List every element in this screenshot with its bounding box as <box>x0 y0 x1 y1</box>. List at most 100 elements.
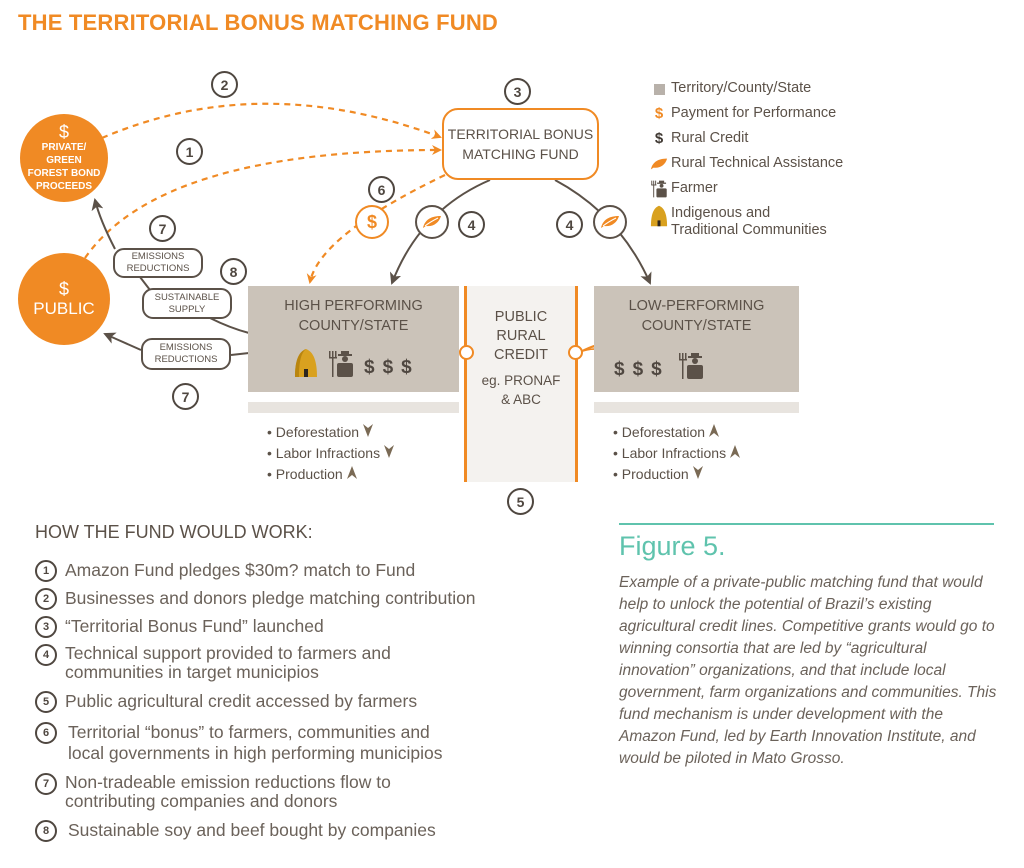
pill-text: REDUCTIONS <box>154 354 218 365</box>
legend-label: Farmer <box>671 180 718 196</box>
hut-icon <box>295 349 317 377</box>
step-marker-5: 5 <box>507 488 534 515</box>
dollar-icon: $ <box>58 279 69 299</box>
credit-label: RURAL <box>496 328 546 344</box>
legend-label: Payment for Performance <box>671 105 837 121</box>
step-text: Public agricultural credit accessed by f… <box>65 691 418 711</box>
dollar-dark-icon: $ <box>654 130 664 147</box>
flow-1-line <box>84 145 442 259</box>
step-number-icon: 8 <box>35 820 57 842</box>
outcome-label: • Production <box>267 466 343 482</box>
step-number-icon: 5 <box>35 691 57 713</box>
rural-credit-dollar-icon: $ <box>382 357 394 378</box>
high-county-bar <box>248 402 459 413</box>
step-marker-4-left: 4 <box>458 211 485 238</box>
farmer-icon <box>329 351 353 377</box>
legend-label: Territory/County/State <box>671 80 812 96</box>
low-county-bar <box>594 402 799 413</box>
public-rural-credit-column: PUBLIC RURAL CREDIT eg. PRONAF & ABC <box>464 286 578 482</box>
technical-assistance-badge-right <box>593 205 627 239</box>
step-text: Sustainable soy and beef bought by compa… <box>68 820 436 840</box>
outcome-label: • Labor Infractions <box>267 445 381 461</box>
flow-6-line <box>306 174 446 284</box>
flow-7-bottom-line <box>103 332 142 351</box>
hut-icon <box>650 205 668 227</box>
pill-text: EMISSIONS <box>159 342 213 353</box>
low-county-label-line2: COUNTY/STATE <box>641 318 752 334</box>
step-marker-4-right: 4 <box>556 211 583 238</box>
rural-credit-dollar-icon: $ <box>364 357 375 378</box>
outcome-label: • Deforestation <box>613 424 706 440</box>
legend-label: Rural Technical Assistance <box>671 155 844 171</box>
trend-down-icon <box>692 466 703 482</box>
figure-divider <box>619 523 994 525</box>
legend-item-rural-credit: $ Rural Credit <box>650 130 843 155</box>
high-county-label-line2: COUNTY/STATE <box>298 318 409 334</box>
rural-credit-dollar-icon: $ <box>401 357 412 378</box>
legend-item-payment: $ Payment for Performance <box>650 105 843 130</box>
leaf-icon <box>423 216 441 228</box>
step-marker-3: 3 <box>504 78 531 105</box>
credit-example: & ABC <box>501 392 541 407</box>
matching-fund-node: TERRITORIAL BONUS MATCHING FUND <box>442 108 599 180</box>
flow-2-line <box>101 102 442 140</box>
high-county-label-line1: HIGH PERFORMING <box>284 298 423 314</box>
outcome-item: • Labor Infractions <box>267 443 394 464</box>
pill-text: SUPPLY <box>168 303 206 315</box>
diagram-title: THE TERRITORIAL BONUS MATCHING FUND <box>18 10 498 35</box>
step-item: 8 Sustainable soy and beef bought by comp… <box>35 820 476 842</box>
legend-item-farmer: Farmer <box>650 180 843 205</box>
high-outcomes-list: • Deforestation • Labor Infractions • Pr… <box>267 422 394 485</box>
step-text: communities in target municipios <box>65 662 319 682</box>
how-it-works-title: HOW THE FUND WOULD WORK: <box>35 522 313 542</box>
outcome-item: • Deforestation <box>613 422 740 443</box>
step-number-icon: 6 <box>35 722 57 744</box>
legend-label: Indigenous and <box>671 205 771 221</box>
outcome-label: • Deforestation <box>267 424 360 440</box>
leaf-icon <box>650 158 668 170</box>
dollar-orange-icon: $ <box>366 211 377 232</box>
leaf-icon <box>601 216 619 228</box>
legend-label: Rural Credit <box>671 130 749 146</box>
figure-caption: Example of a private-public matching fun… <box>619 574 997 767</box>
low-county-label-line1: LOW-PERFORMING <box>628 298 765 314</box>
step-item: 6 Territorial “bonus” to farmers, communi… <box>35 722 476 764</box>
legend: Territory/County/State $ Payment for Per… <box>650 80 843 239</box>
flow-7-top-line <box>91 198 116 250</box>
low-outcomes-list: • Deforestation • Labor Infractions • Pr… <box>613 422 740 485</box>
step-number-icon: 7 <box>35 773 57 795</box>
step-text: Non-tradeable emission reductions flow t… <box>65 772 391 792</box>
trend-up-icon <box>708 424 719 440</box>
payment-for-performance-badge: $ <box>355 205 389 239</box>
credit-node-right <box>568 345 583 360</box>
step-item: 3“Territorial Bonus Fund” launched <box>35 616 476 638</box>
credit-node-left <box>459 345 474 360</box>
square-icon <box>653 84 665 95</box>
step-item: 5 Public agricultural credit accessed by … <box>35 691 476 713</box>
pill-text: SUSTAINABLE <box>154 291 220 303</box>
step-number-icon: 4 <box>35 644 57 666</box>
trend-up-icon <box>729 445 740 461</box>
step-text: Territorial “bonus” to farmers, communit… <box>68 722 430 742</box>
farmer-icon <box>678 353 703 379</box>
rural-credit-dollar-icon: $ <box>651 359 662 380</box>
step-marker-2: 2 <box>211 71 238 98</box>
step-text: “Territorial Bonus Fund” launched <box>65 616 324 636</box>
high-performing-county: HIGH PERFORMING COUNTY/STATE $ $ $ <box>248 286 459 392</box>
step-marker-7-bottom: 7 <box>172 383 199 410</box>
trend-up-icon <box>346 466 357 482</box>
step-text: local governments in high performing mun… <box>68 743 443 763</box>
public-funding-label: PUBLIC <box>33 299 95 318</box>
private-funding-node: $ PRIVATE/ GREEN FOREST BOND PROCEEDS <box>20 114 108 202</box>
figure-title: Figure 5. <box>619 531 726 561</box>
step-marker-6: 6 <box>368 176 395 203</box>
outcome-item: • Labor Infractions <box>613 443 740 464</box>
